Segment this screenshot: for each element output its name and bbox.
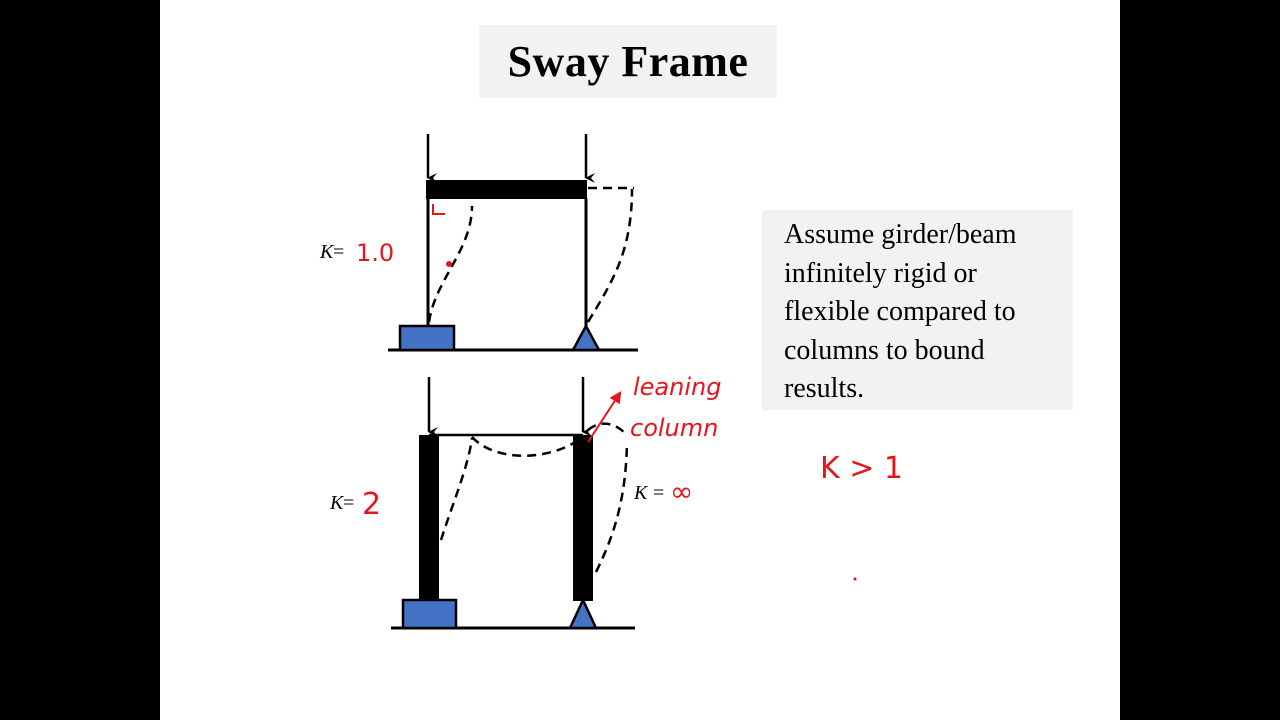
top-pin-support	[570, 323, 602, 352]
bottom-right-buckled-shape	[594, 441, 629, 573]
bottom-beam-deflected-shape	[471, 436, 584, 457]
bottom-left-buckled-shape	[439, 437, 474, 541]
leaning-column-annotation-line2: column	[630, 414, 718, 442]
bottom-fixed-support	[401, 598, 458, 630]
top-fixed-support	[398, 324, 456, 352]
bottom-left-k-value: 2	[362, 487, 381, 522]
bottom-frame: leaning column K = 2 K = ∞	[329, 373, 721, 630]
top-frame: K = 1.0	[319, 134, 638, 352]
bottom-right-k-equals: =	[653, 482, 664, 504]
leaning-column-annotation-line1: leaning	[633, 373, 721, 401]
top-left-buckled-shape	[427, 205, 474, 323]
top-beam	[426, 180, 587, 199]
leaning-column-pointer	[587, 390, 622, 443]
top-k-value: 1.0	[356, 239, 394, 267]
bottom-left-column	[419, 435, 439, 601]
title-box: Sway Frame	[479, 25, 777, 98]
note-box: Assume girder/beam infinitely rigid or f…	[762, 210, 1073, 410]
side-note-k-greater-than-1: K > 1	[820, 451, 903, 486]
inflection-point-mark	[446, 261, 452, 267]
note-text: Assume girder/beam infinitely rigid or f…	[784, 219, 1017, 404]
bottom-left-k-equals: =	[343, 492, 354, 514]
bottom-pin-support	[568, 597, 598, 630]
top-k-label: K	[319, 241, 335, 263]
bottom-right-k-label: K	[633, 482, 649, 504]
bottom-right-k-value: ∞	[670, 475, 693, 508]
bottom-left-k-label: K	[329, 492, 345, 514]
top-k-equals: =	[333, 241, 344, 263]
bottom-right-top-rotation	[587, 422, 627, 435]
top-right-buckled-shape	[586, 188, 634, 323]
slide-title: Sway Frame	[507, 37, 749, 86]
stray-ink-dot	[853, 577, 857, 581]
slide: Sway Frame Assume girder/beam infinitely…	[160, 0, 1120, 720]
top-right-angle-mark	[432, 204, 445, 215]
bottom-right-column	[573, 435, 593, 601]
